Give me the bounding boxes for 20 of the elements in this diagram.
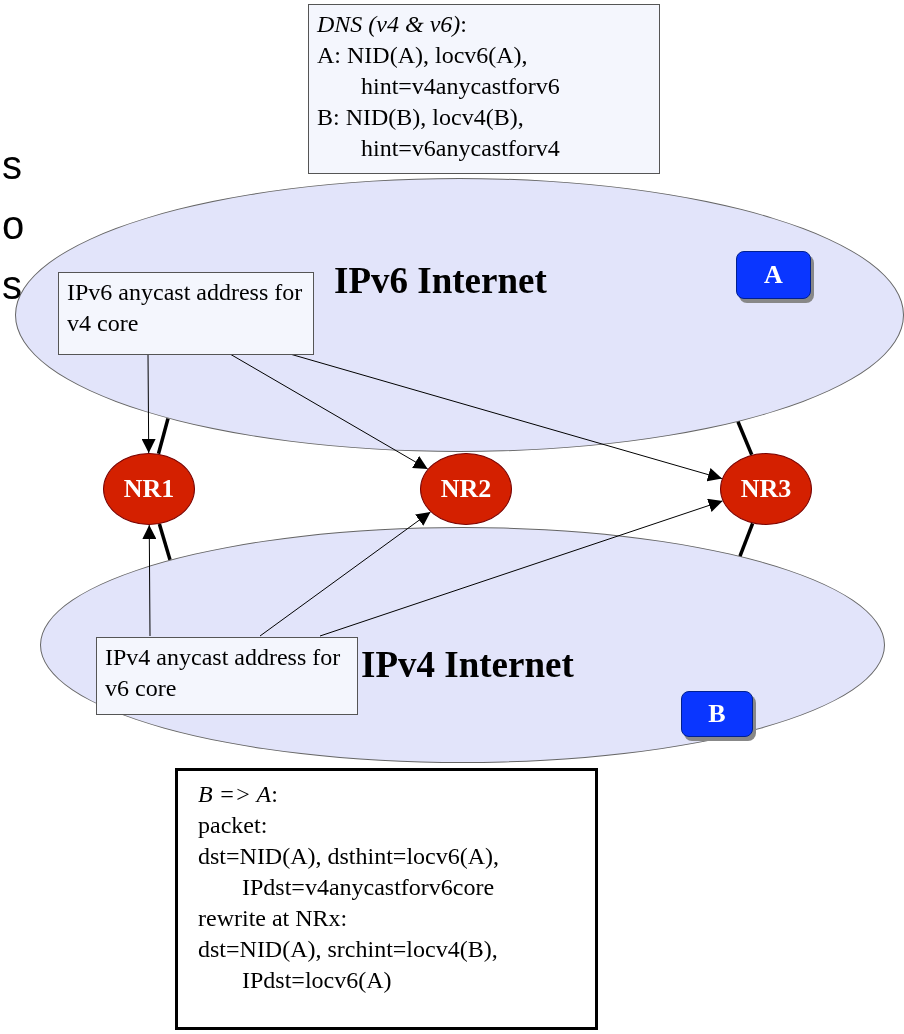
- arrow: [259, 511, 431, 637]
- router-ellipse: NR2: [420, 453, 512, 525]
- text-fragment: o: [2, 203, 25, 247]
- connector-line: [157, 523, 172, 561]
- arrow: [319, 498, 724, 637]
- router-ellipse: NR3: [720, 453, 812, 525]
- connector-line: [738, 522, 755, 557]
- text-box: IPv6 anycast address for v4 core: [58, 272, 314, 355]
- text-box: B => A: packet: dst=NID(A), dsthint=locv6(A), IPdst=v4anycastforv6core rewrite at NRx: dst=NID(A), srchint=locv4(B), IPdst=locv6(A): [175, 768, 598, 1030]
- router-ellipse: NR1: [103, 453, 195, 525]
- region-title: IPv6 Internet: [334, 259, 547, 302]
- connector-line: [736, 421, 754, 456]
- text-box: IPv4 anycast address for v6 core: [96, 637, 358, 715]
- text-box: DNS (v4 & v6): A: NID(A), locv6(A), hint=v4anycastforv6 B: NID(B), locv4(B), hint=v6anycastforv4: [308, 4, 660, 174]
- text-fragment: s: [2, 263, 22, 307]
- connector-line: [156, 417, 170, 455]
- arrow: [229, 353, 429, 470]
- region-title: IPv4 Internet: [361, 643, 574, 686]
- text-fragment: s: [2, 143, 22, 187]
- arrow: [142, 524, 157, 637]
